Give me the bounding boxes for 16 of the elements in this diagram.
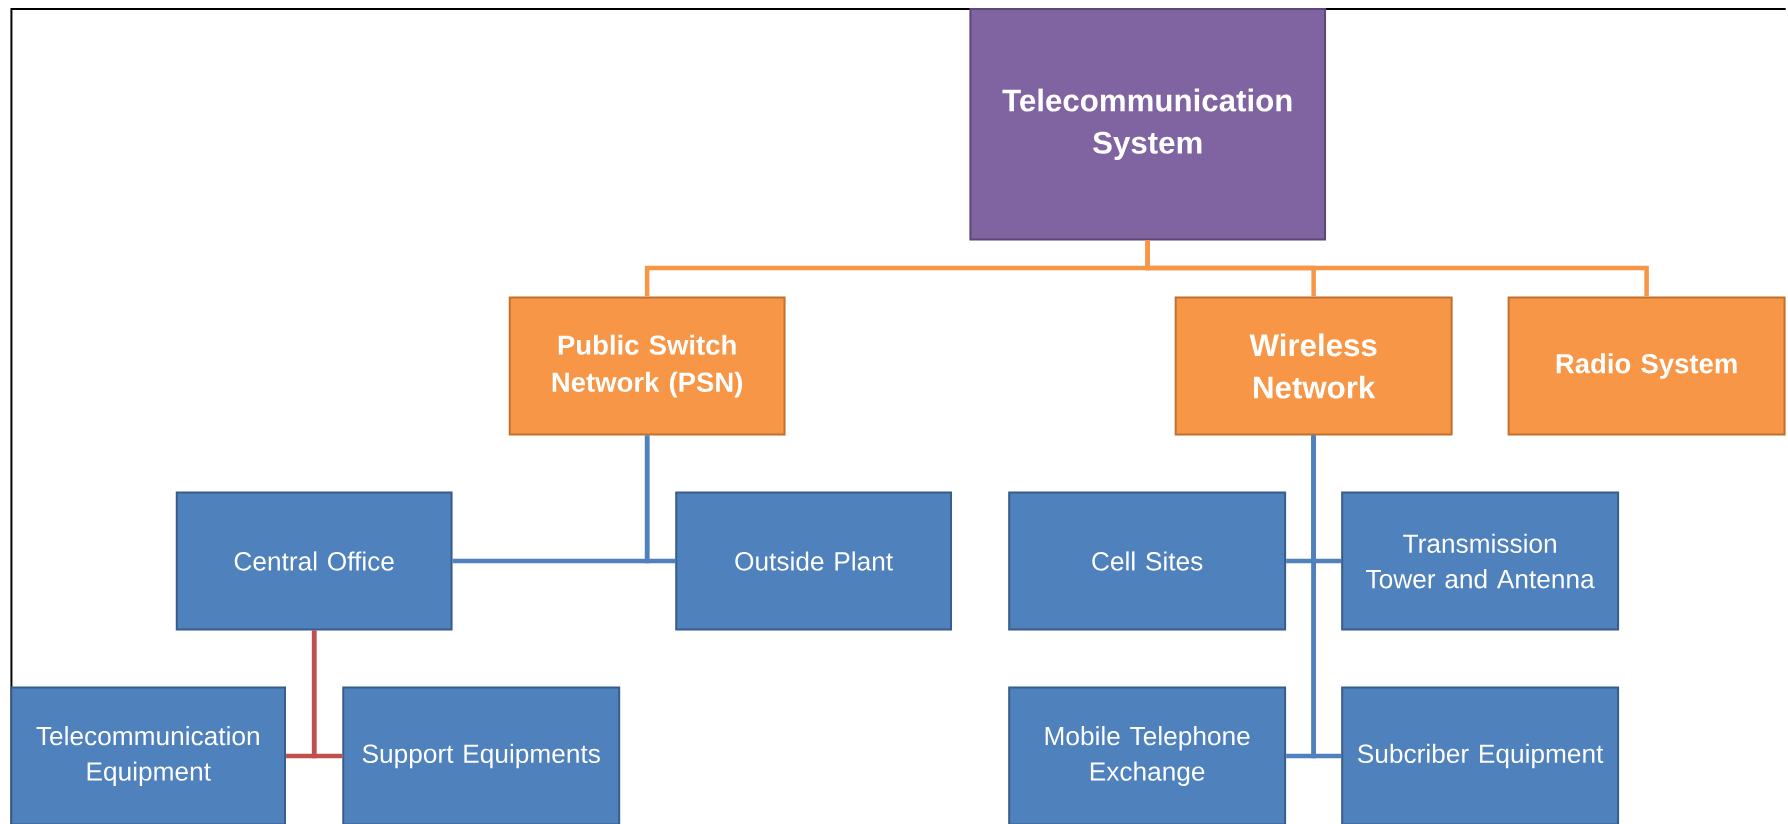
org-chart-box: Cell Sites	[1008, 491, 1287, 631]
org-chart-box: Telecommunication Equipment	[10, 686, 287, 824]
org-chart-box: Support Equipments	[342, 686, 621, 824]
org-chart-box: Subcriber Equipment	[1341, 686, 1620, 824]
org-chart-box: Public Switch Network (PSN)	[508, 296, 786, 436]
org-chart-box: Mobile Telephone Exchange	[1008, 686, 1287, 824]
org-chart-box: Radio System	[1507, 296, 1786, 436]
connector-line	[1145, 240, 1649, 297]
org-chart-box: Outside Plant	[675, 491, 953, 631]
org-chart-box: Central Office	[175, 491, 453, 631]
connector-line	[1311, 435, 1342, 759]
connector-line	[311, 630, 343, 759]
org-chart-box: Telecommunication System	[969, 7, 1327, 241]
org-chart-box: Wireless Network	[1174, 296, 1453, 436]
org-chart-box: Transmission Tower and Antenna	[1341, 491, 1620, 631]
connector-line	[644, 435, 676, 564]
